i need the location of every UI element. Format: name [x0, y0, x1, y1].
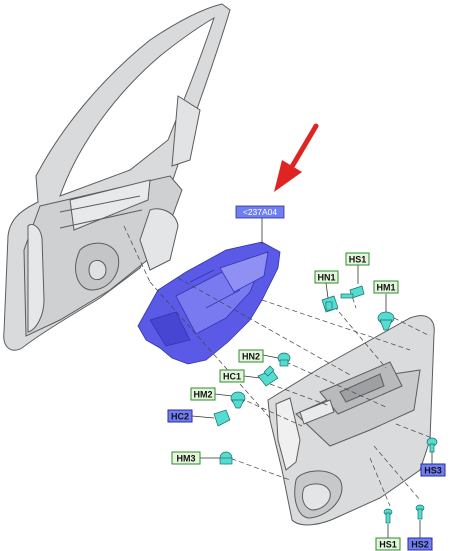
label-hs2[interactable]: HS2 [407, 537, 433, 551]
label-hs2-text: HS2 [411, 540, 429, 550]
clip-hm2 [230, 391, 246, 409]
highlighted-part-shape [137, 241, 281, 365]
label-hc2[interactable]: HC2 [167, 409, 193, 423]
label-hc1-text: HC1 [223, 372, 241, 382]
clip-hs3 [426, 437, 438, 453]
label-hm2[interactable]: HM2 [190, 387, 216, 401]
label-hs1-top[interactable]: HS1 [345, 252, 370, 266]
clip-hn2 [277, 352, 291, 367]
clip-hc1 [257, 365, 279, 387]
door-trim-panel [267, 315, 435, 526]
label-hm1-text: HM1 [376, 283, 395, 293]
label-hn2-text: HN2 [242, 352, 260, 362]
label-hs3[interactable]: HS3 [420, 463, 446, 477]
label-hs1-bottom[interactable]: HS1 [375, 537, 401, 551]
red-arrow-icon [274, 123, 319, 192]
label-hn1[interactable]: HN1 [314, 270, 339, 284]
door-frame [3, 3, 231, 351]
clip-hs1-top [340, 285, 365, 299]
fasteners [213, 285, 438, 524]
part-callout[interactable]: <237A04 [235, 205, 285, 219]
part-callout-text: <237A04 [243, 207, 278, 217]
label-hs3-text: HS3 [424, 466, 442, 476]
clip-hc2 [213, 409, 231, 427]
label-hm3-text: HM3 [176, 454, 195, 464]
assembly-lines [123, 225, 433, 507]
label-hn1-text: HN1 [317, 273, 335, 283]
label-hs1-top-text: HS1 [349, 255, 367, 265]
leader-lines [191, 218, 433, 538]
label-hs1-bottom-text: HS1 [379, 540, 397, 550]
label-hm1[interactable]: HM1 [373, 280, 399, 294]
label-hc1[interactable]: HC1 [219, 369, 245, 383]
clip-hs1-bottom [383, 508, 393, 524]
clip-hm3 [219, 451, 233, 465]
label-hn2[interactable]: HN2 [238, 349, 264, 363]
label-hc2-text: HC2 [171, 412, 189, 422]
label-hm3[interactable]: HM3 [171, 451, 201, 465]
clip-hs2 [415, 504, 425, 520]
clip-hm1 [377, 311, 395, 331]
clip-hn1 [321, 295, 339, 313]
label-hm2-text: HM2 [193, 390, 212, 400]
